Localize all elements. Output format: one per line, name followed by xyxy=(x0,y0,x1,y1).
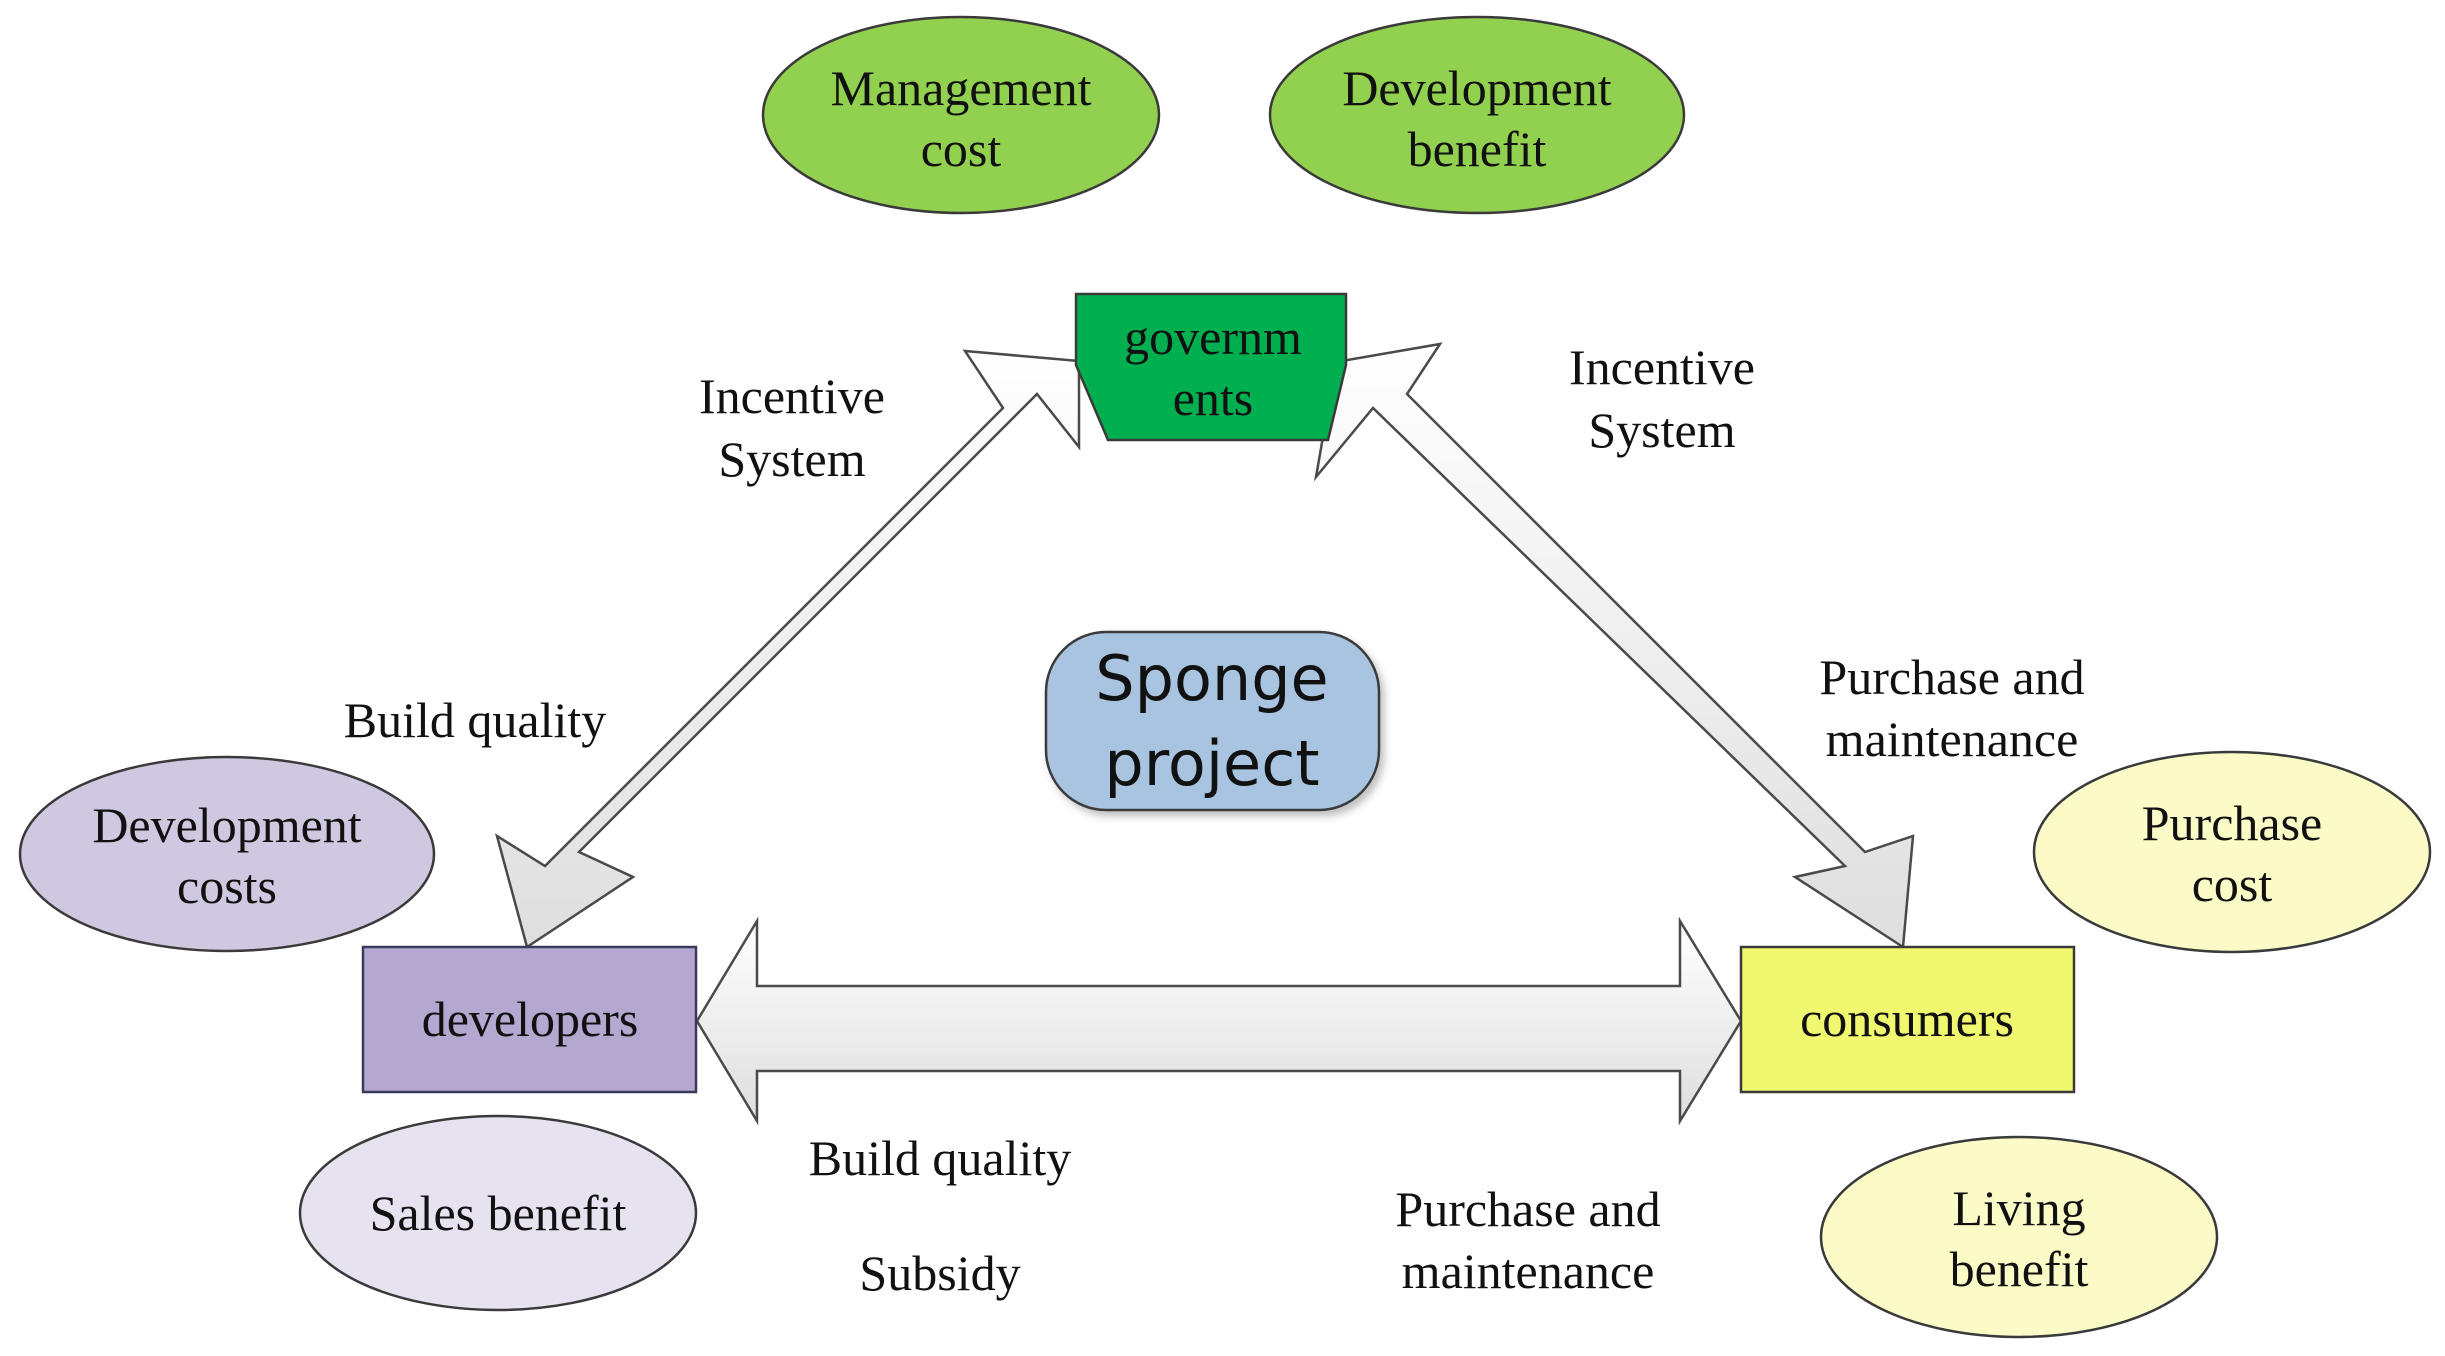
development-benefit-line2: benefit xyxy=(1408,121,1547,177)
development-costs-line1: Development xyxy=(92,797,361,853)
purchase-bottom-line1: Purchase and xyxy=(1395,1181,1660,1237)
living-benefit-line2: benefit xyxy=(1950,1241,2089,1297)
incentive-system-right-label: Incentive System xyxy=(1569,339,1755,458)
purchase-bottom-line2: maintenance xyxy=(1402,1243,1655,1299)
development-costs-line2: costs xyxy=(177,858,277,914)
build-quality-left-label: Build quality xyxy=(344,692,607,748)
governments-line1: governm xyxy=(1124,309,1302,365)
living-benefit-ellipse: Living benefit xyxy=(1819,1135,2219,1339)
development-benefit-ellipse: Development benefit xyxy=(1268,15,1686,215)
sales-benefit-ellipse: Sales benefit xyxy=(298,1114,698,1312)
consumers-label: consumers xyxy=(1800,991,2014,1047)
governments-box: governm ents xyxy=(1074,292,1348,442)
purchase-maintenance-bottom-label: Purchase and maintenance xyxy=(1395,1181,1660,1299)
purchase-cost-line2: cost xyxy=(2192,856,2273,912)
sponge-project-box: Sponge project xyxy=(1044,630,1381,812)
purchase-cost-ellipse: Purchase cost xyxy=(2032,750,2432,954)
incentive-left-line2: System xyxy=(718,431,865,487)
incentive-right-line1: Incentive xyxy=(1569,339,1755,395)
management-cost-ellipse: Management cost xyxy=(761,15,1161,215)
sponge-project-line2: project xyxy=(1104,727,1319,800)
developers-label: developers xyxy=(422,991,639,1047)
purchase-right-line1: Purchase and xyxy=(1819,649,2084,705)
consumers-box: consumers xyxy=(1739,945,2076,1094)
incentive-right-line2: System xyxy=(1588,402,1735,458)
purchase-maintenance-right-label: Purchase and maintenance xyxy=(1819,649,2084,767)
purchase-right-line2: maintenance xyxy=(1826,711,2079,767)
living-benefit-line1: Living xyxy=(1952,1180,2085,1236)
sales-benefit-label: Sales benefit xyxy=(370,1185,627,1241)
management-cost-line1: Management xyxy=(830,60,1091,116)
subsidy-label: Subsidy xyxy=(859,1245,1020,1301)
management-cost-line2: cost xyxy=(921,121,1002,177)
dev-con-double-arrow xyxy=(695,916,1743,1126)
developers-box: developers xyxy=(361,945,698,1094)
development-costs-ellipse: Development costs xyxy=(18,755,436,953)
incentive-system-left-label: Incentive System xyxy=(699,368,885,487)
purchase-cost-line1: Purchase xyxy=(2142,795,2323,851)
development-benefit-line1: Development xyxy=(1342,60,1611,116)
build-quality-bottom-label: Build quality xyxy=(809,1130,1072,1186)
incentive-left-line1: Incentive xyxy=(699,368,885,424)
sponge-project-line1: Sponge xyxy=(1095,642,1328,715)
governments-line2: ents xyxy=(1173,370,1254,426)
